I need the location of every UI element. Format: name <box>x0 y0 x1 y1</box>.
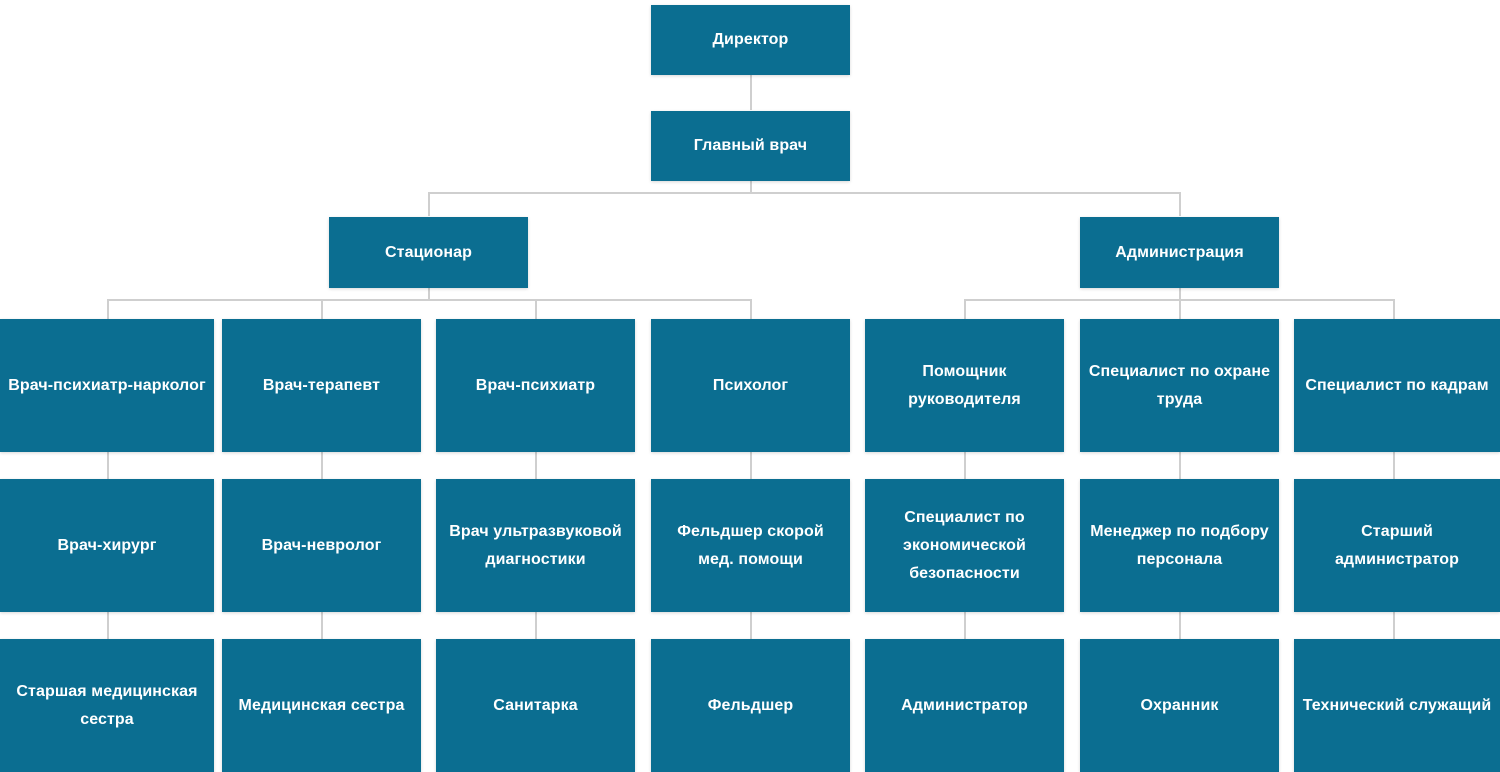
connector-r2c4-to-r3c4 <box>750 612 752 639</box>
connector-r2c2-to-r3c2 <box>321 612 323 639</box>
node-ultrasound-doctor[interactable]: Врач ультразвуковой диагностики <box>436 479 635 612</box>
node-psychologist-label: Психолог <box>712 376 789 394</box>
node-stationar-label: Стационар <box>385 243 472 261</box>
node-economic-security-specialist[interactable]: Специалист по экономической безопасности <box>865 479 1064 612</box>
node-economic-security-specialist-label: Специалист по экономической безопасности <box>903 508 1026 582</box>
node-neurologist[interactable]: Врач-невролог <box>222 479 421 612</box>
node-senior-administrator[interactable]: Старший администратор <box>1294 479 1500 612</box>
node-head-assistant-label: Помощник руководителя <box>908 362 1021 408</box>
node-psychiatrist-narcologist[interactable]: Врач-психиатр-нарколог <box>0 319 214 452</box>
node-administrator-label: Администратор <box>901 696 1028 714</box>
node-paramedic[interactable]: Фельдшер <box>651 639 850 772</box>
node-guard[interactable]: Охранник <box>1080 639 1279 772</box>
node-orderly[interactable]: Санитарка <box>436 639 635 772</box>
node-paramedic-label: Фельдшер <box>707 696 794 714</box>
node-psychologist[interactable]: Психолог <box>651 319 850 452</box>
node-surgeon[interactable]: Врач-хирург <box>0 479 214 612</box>
connector-r2c7-to-r3c7 <box>1393 612 1395 639</box>
connector-stationar-to-col2 <box>321 299 323 319</box>
node-administration-label: Администрация <box>1115 243 1244 261</box>
connector-r1c6-to-r2c6 <box>1179 452 1181 479</box>
connector-r2c1-to-r3c1 <box>107 612 109 639</box>
connector-stationar-to-col4 <box>750 299 752 319</box>
node-labor-safety-specialist[interactable]: Специалист по охране труда <box>1080 319 1279 452</box>
connector-administration-to-col6 <box>1179 299 1181 319</box>
node-therapist[interactable]: Врач-терапевт <box>222 319 421 452</box>
node-therapist-label: Врач-терапевт <box>262 376 381 394</box>
connector-department-spine <box>428 192 1181 194</box>
connector-administration-to-col5 <box>964 299 966 319</box>
connector-administration-drop <box>1179 288 1181 300</box>
node-administrator[interactable]: Администратор <box>865 639 1064 772</box>
node-psychiatrist-narcologist-label: Врач-психиатр-нарколог <box>8 376 206 394</box>
connector-r1c7-to-r2c7 <box>1393 452 1395 479</box>
connector-stationar-to-col1 <box>107 299 109 319</box>
node-senior-nurse[interactable]: Старшая медицинская сестра <box>0 639 214 772</box>
connector-r1c1-to-r2c1 <box>107 452 109 479</box>
node-emergency-paramedic-label: Фельдшер скорой мед. помощи <box>677 522 824 568</box>
connector-administration-spine <box>964 299 1394 301</box>
node-neurologist-label: Врач-невролог <box>261 536 382 554</box>
node-chief-doctor-label: Главный врач <box>693 137 808 154</box>
node-chief-doctor[interactable]: Главный врач <box>651 111 850 181</box>
node-orderly-label: Санитарка <box>493 696 578 714</box>
connector-r1c3-to-r2c3 <box>535 452 537 479</box>
node-psychiatrist[interactable]: Врач-психиатр <box>436 319 635 452</box>
node-stationar[interactable]: Стационар <box>329 217 528 288</box>
connector-chief-drop <box>750 181 752 193</box>
connector-r1c4-to-r2c4 <box>750 452 752 479</box>
connector-r1c2-to-r2c2 <box>321 452 323 479</box>
node-director-label: Директор <box>712 31 789 48</box>
node-surgeon-label: Врач-хирург <box>57 536 157 554</box>
connector-spine-to-administration <box>1179 192 1181 216</box>
connector-stationar-to-col3 <box>535 299 537 319</box>
connector-spine-to-stationar <box>428 192 430 216</box>
connector-stationar-spine <box>107 299 751 301</box>
node-guard-label: Охранник <box>1140 696 1219 714</box>
node-recruitment-manager-label: Менеджер по подбору персонала <box>1090 522 1269 568</box>
node-recruitment-manager[interactable]: Менеджер по подбору персонала <box>1080 479 1279 612</box>
node-ultrasound-doctor-label: Врач ультразвуковой диагностики <box>449 522 622 568</box>
node-senior-nurse-label: Старшая медицинская сестра <box>16 682 198 728</box>
node-head-assistant[interactable]: Помощник руководителя <box>865 319 1064 452</box>
node-technical-staff-label: Технический служащий <box>1302 696 1492 714</box>
node-director[interactable]: Директор <box>651 5 850 75</box>
node-psychiatrist-label: Врач-психиатр <box>475 376 596 394</box>
node-emergency-paramedic[interactable]: Фельдшер скорой мед. помощи <box>651 479 850 612</box>
node-hr-specialist-label: Специалист по кадрам <box>1305 376 1489 394</box>
node-labor-safety-specialist-label: Специалист по охране труда <box>1088 362 1271 408</box>
node-nurse-label: Медицинская сестра <box>238 696 405 714</box>
connector-r1c5-to-r2c5 <box>964 452 966 479</box>
node-nurse[interactable]: Медицинская сестра <box>222 639 421 772</box>
connector-stationar-drop <box>428 288 430 300</box>
connector-r2c3-to-r3c3 <box>535 612 537 639</box>
connector-r2c6-to-r3c6 <box>1179 612 1181 639</box>
node-administration[interactable]: Администрация <box>1080 217 1279 288</box>
node-technical-staff[interactable]: Технический служащий <box>1294 639 1500 772</box>
connector-r2c5-to-r3c5 <box>964 612 966 639</box>
node-hr-specialist[interactable]: Специалист по кадрам <box>1294 319 1500 452</box>
connector-director-to-chief <box>750 75 752 110</box>
node-senior-administrator-label: Старший администратор <box>1334 522 1460 568</box>
connector-administration-to-col7 <box>1393 299 1395 319</box>
